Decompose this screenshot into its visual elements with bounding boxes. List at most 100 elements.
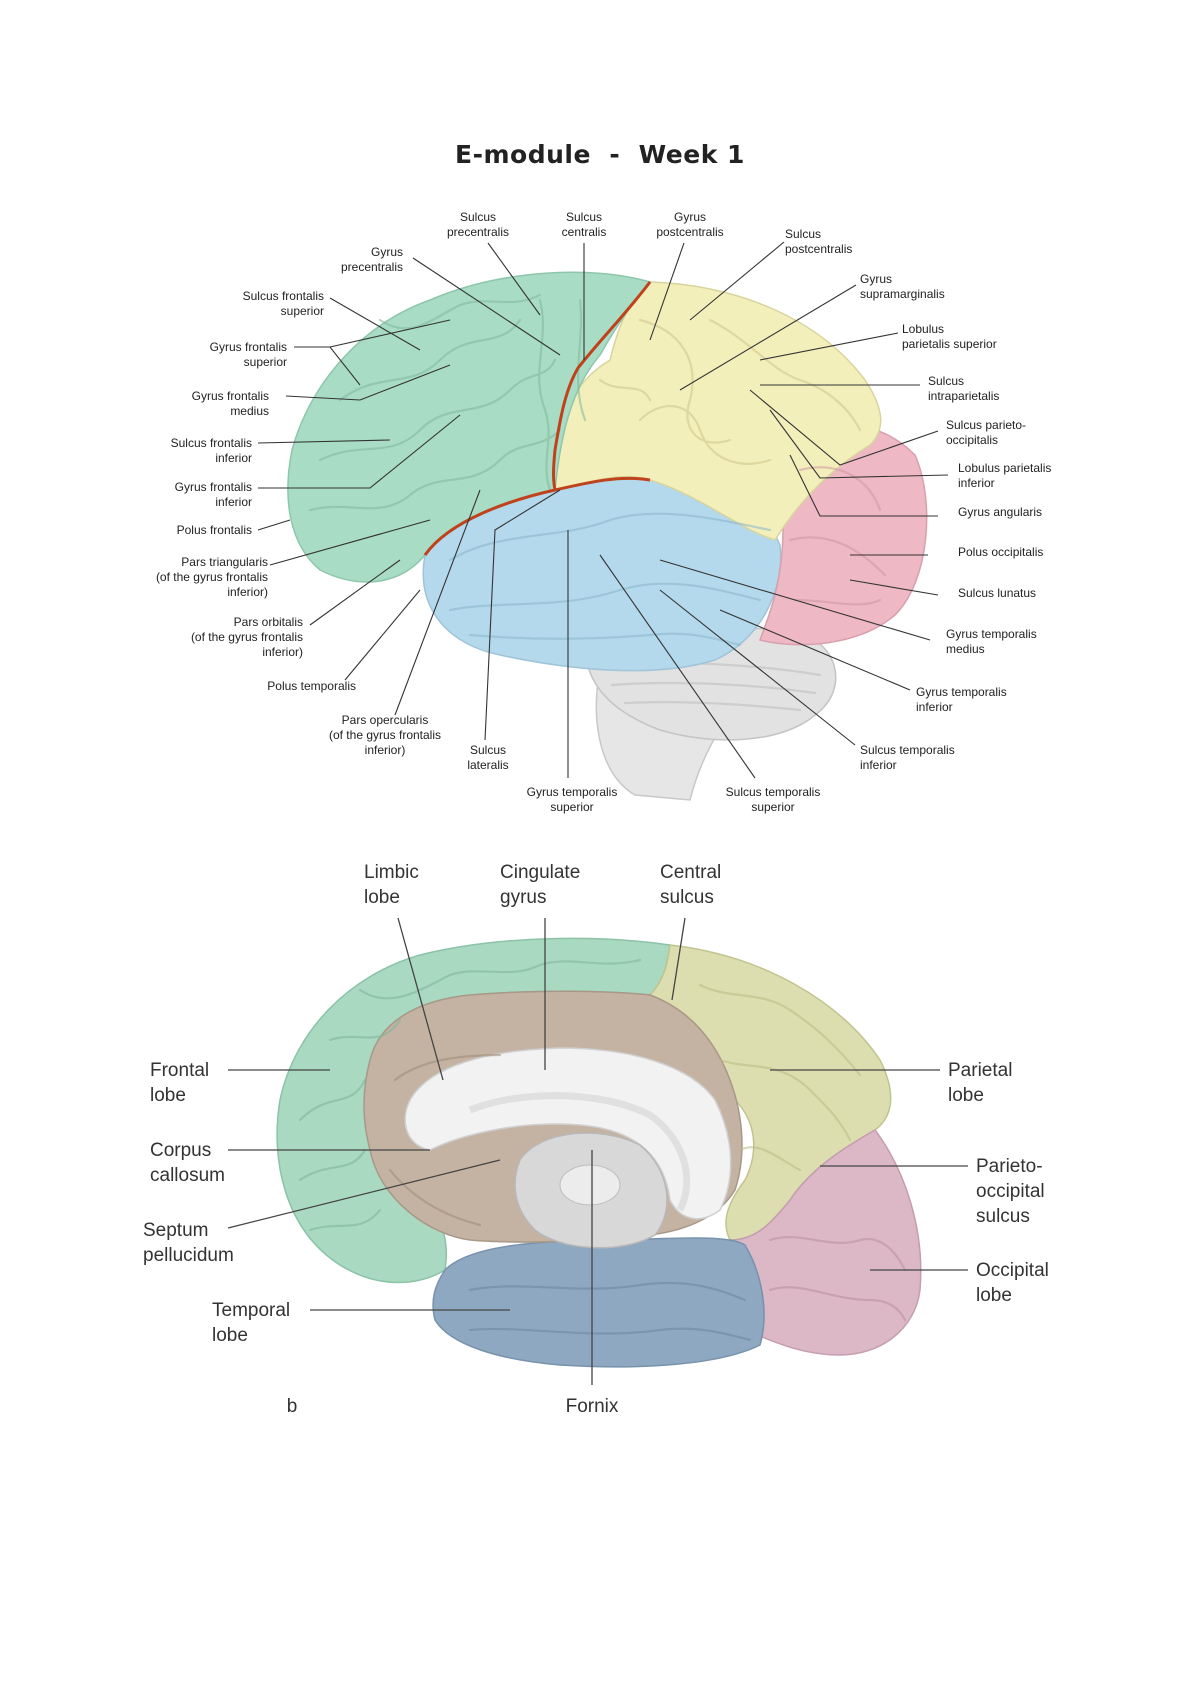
label-line: (of the gyrus frontalis: [329, 728, 441, 742]
label-line: Gyrus: [674, 210, 706, 224]
label-line: parietalis superior: [902, 337, 997, 351]
label-line: Lobulus parietalis: [958, 461, 1051, 475]
label-line: Occipital: [976, 1260, 1049, 1281]
label-line: Gyrus frontalis: [192, 389, 269, 403]
label-pars-triangularis: Pars triangularis(of the gyrus frontalis…: [156, 555, 268, 599]
label-line: Corpus: [150, 1140, 211, 1161]
label-line: superior: [244, 355, 287, 369]
label-line: inferior: [215, 495, 252, 509]
label-line: Sulcus temporalis: [726, 785, 821, 799]
label-line: Limbic: [364, 862, 419, 883]
label-line: Gyrus temporalis: [946, 627, 1037, 641]
label-line: lobe: [364, 887, 400, 908]
label-line: Gyrus temporalis: [916, 685, 1007, 699]
thalamus-highlight: [559, 1164, 621, 1206]
medial-leader-lines: [227, 917, 968, 1385]
label-line: postcentralis: [656, 225, 723, 239]
label-line: lateralis: [467, 758, 508, 772]
label-line: medius: [230, 404, 269, 418]
label-line: Polus frontalis: [177, 523, 252, 537]
label-sulcus-parieto-occipitalis: Sulcus parieto-occipitalis: [946, 418, 1026, 447]
label-line: occipitalis: [946, 433, 998, 447]
label-line: Sulcus: [785, 227, 821, 241]
label-line: Sulcus lunatus: [958, 586, 1036, 600]
central-sulcus-line: [552, 281, 652, 491]
label-line: pellucidum: [143, 1245, 234, 1266]
medial-brain-illustration: [276, 937, 922, 1368]
lateral-leader-lines: [257, 241, 949, 779]
label-polus-frontalis: Polus frontalis: [177, 523, 252, 537]
label-polus-occipitalis: Polus occipitalis: [958, 545, 1043, 559]
label-line: Sulcus: [928, 374, 964, 388]
label-line: Sulcus parieto-: [946, 418, 1026, 432]
label-line: superior: [281, 304, 324, 318]
label-line: inferior: [860, 758, 897, 772]
label-line: Gyrus frontalis: [210, 340, 287, 354]
label-line: Temporal: [212, 1300, 290, 1321]
label-line: supramarginalis: [860, 287, 945, 301]
label-line: Parietal: [948, 1060, 1012, 1081]
lateral-sulcus-line: [423, 476, 651, 556]
label-line: inferior): [365, 743, 406, 757]
label-line: Central: [660, 862, 721, 883]
label-line: (of the gyrus frontalis: [191, 630, 303, 644]
label-line: precentralis: [341, 260, 403, 274]
label-temporal-lobe: Temporal lobe: [212, 1300, 290, 1346]
label-gyrus-angularis: Gyrus angularis: [958, 505, 1042, 519]
label-line: Frontal: [150, 1060, 209, 1081]
label-line: Parieto-: [976, 1156, 1043, 1177]
label-line: postcentralis: [785, 242, 852, 256]
label-line: Cingulate: [500, 862, 580, 883]
label-line: Sulcus: [566, 210, 602, 224]
label-line: Polus temporalis: [267, 679, 356, 693]
label-line: superior: [550, 800, 593, 814]
label-line: lobe: [212, 1325, 248, 1346]
label-fornix: Fornix: [566, 1396, 619, 1417]
label-line: Gyrus: [371, 245, 403, 259]
label-line: precentralis: [447, 225, 509, 239]
label-line: centralis: [562, 225, 607, 239]
label-parieto-occipital-sulcus: Parieto-occipital sulcus: [976, 1156, 1045, 1227]
label-line: Gyrus angularis: [958, 505, 1042, 519]
label-line: intraparietalis: [928, 389, 999, 403]
label-line: inferior: [215, 451, 252, 465]
label-line: Pars triangularis: [181, 555, 268, 569]
label-line: inferior: [916, 700, 953, 714]
label-sulcus-lunatus: Sulcus lunatus: [958, 586, 1036, 600]
label-line: Sulcus: [470, 743, 506, 757]
medial-temporal-lobe: [432, 1237, 765, 1368]
label-line: occipital: [976, 1181, 1045, 1202]
label-line: Sulcus: [460, 210, 496, 224]
label-line: sulcus: [976, 1206, 1030, 1227]
label-line: Gyrus temporalis: [527, 785, 618, 799]
label-line: Gyrus frontalis: [175, 480, 252, 494]
label-line: Fornix: [566, 1396, 619, 1417]
